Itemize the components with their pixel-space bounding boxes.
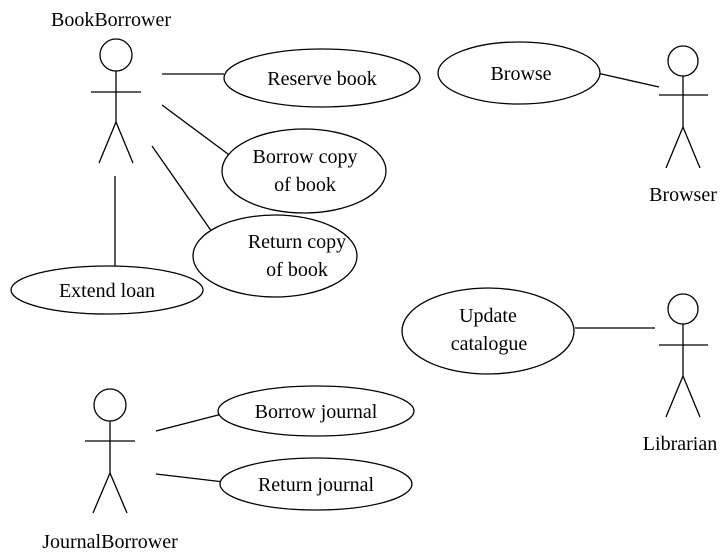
use-case-extend-loan: Extend loan [10, 265, 204, 315]
actor-right-leg [682, 126, 701, 169]
use-case-return-copy: Return copy of book [192, 214, 358, 298]
use-case-label-line-2: catalogue [451, 333, 528, 355]
actor-head [667, 45, 699, 77]
actor-journal-borrower: JournalBorrower [42, 388, 178, 553]
use-case-label-line-1: Borrow copy [253, 146, 358, 168]
use-case-label-line-2: of book [266, 259, 328, 281]
use-case-label: Browse [490, 63, 551, 85]
association-borrow-copy [161, 104, 233, 158]
actor-label: Librarian [643, 433, 717, 455]
actor-librarian: Librarian [643, 293, 717, 455]
use-case-label: Return journal [258, 474, 375, 496]
actor-left-leg [665, 375, 684, 418]
actor-left-leg [665, 126, 684, 169]
actor-left-leg [98, 121, 117, 164]
actor-left-leg [92, 472, 111, 514]
associations [114, 72, 660, 483]
association-return-copy [151, 145, 213, 233]
actor-label: JournalBorrower [42, 531, 178, 553]
actor-right-leg [115, 121, 134, 164]
actor-browser: Browser [649, 45, 717, 206]
use-case-label-line-1: Return copy [248, 231, 346, 253]
actor-head [667, 293, 699, 325]
association-borrow-journal [155, 412, 227, 432]
use-case-label: Reserve book [267, 68, 376, 90]
use-case-reserve-book: Reserve book [223, 48, 421, 108]
actor-label: BookBorrower [51, 9, 171, 31]
use-case-label-line-2: of book [274, 174, 336, 196]
use-case-update-catalogue: Update catalogue [401, 287, 575, 375]
actor-right-leg [682, 375, 701, 418]
use-case-browse: Browse [437, 41, 601, 105]
use-case-borrow-journal: Borrow journal [217, 385, 415, 437]
association-return-journal [155, 473, 225, 483]
association-browse [596, 72, 660, 88]
actor-label: Browser [649, 184, 717, 206]
use-case-label: Borrow journal [255, 401, 378, 423]
use-case-label: Extend loan [59, 280, 155, 302]
actor-head [93, 388, 127, 422]
actor-head [99, 38, 133, 72]
actor-right-leg [109, 472, 128, 514]
use-case-borrow-copy: Borrow copy of book [221, 128, 387, 214]
actor-book-borrower: BookBorrower [51, 9, 171, 164]
use-case-label-line-1: Update [459, 305, 517, 327]
use-case-return-journal: Return journal [219, 457, 413, 511]
